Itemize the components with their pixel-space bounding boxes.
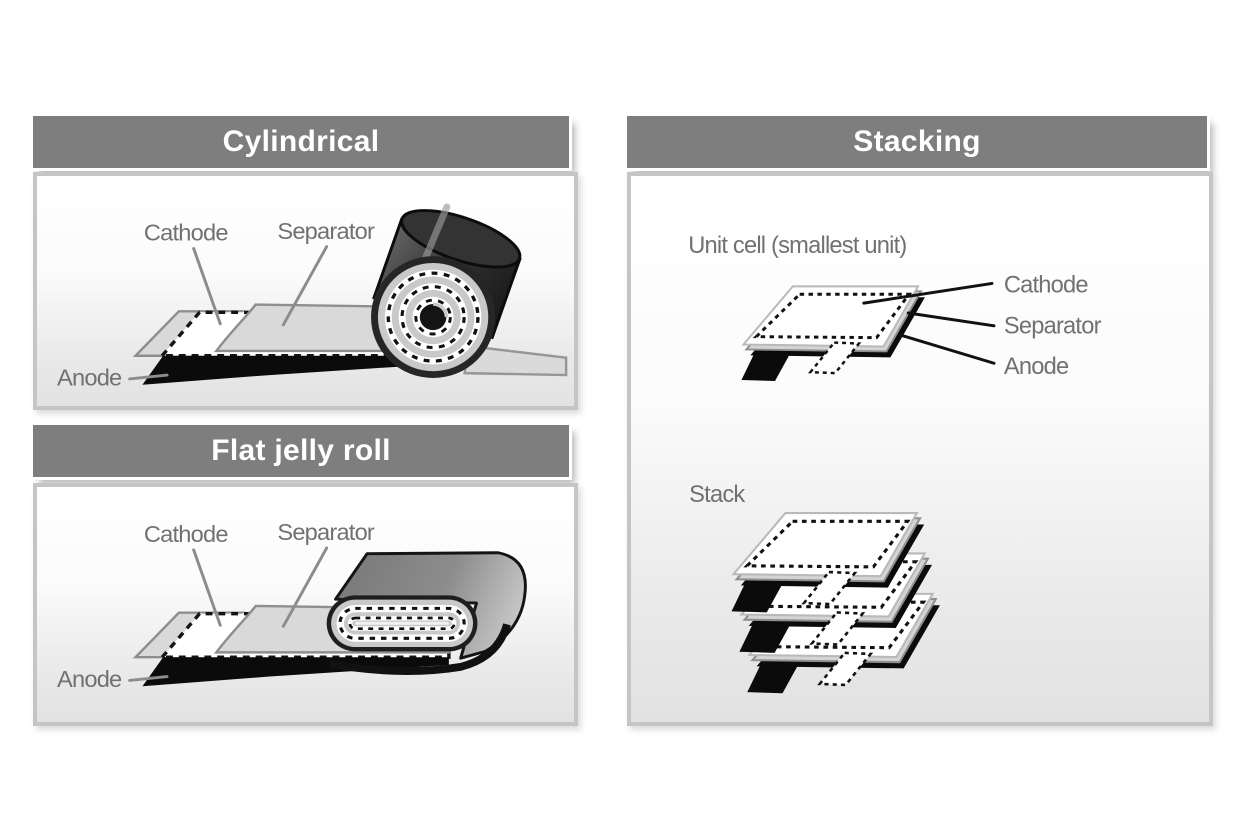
- anode-leader-line: [897, 333, 996, 365]
- cylindrical-title: Cylindrical: [222, 125, 380, 158]
- flat-jelly-roll-panel: Cathode Separator Anode: [33, 483, 578, 726]
- stacking-header: Stacking: [627, 116, 1207, 168]
- cathode-label: Cathode: [1004, 272, 1089, 298]
- anode-label: Anode: [57, 365, 121, 391]
- unit-cell-annotations: Cathode Separator Anode: [862, 272, 1102, 380]
- cylindrical-illustration: Cathode Separator Anode: [57, 203, 568, 391]
- anode-sheet: [142, 355, 449, 385]
- anode-label: Anode: [57, 666, 121, 692]
- cathode-leader-line: [192, 548, 222, 627]
- cylindrical-roll: [371, 203, 522, 378]
- stacking-title: Stacking: [853, 125, 981, 158]
- cylindrical-annotations: Cathode Separator Anode: [57, 218, 376, 391]
- flat-jelly-roll-title: Flat jelly roll: [211, 434, 391, 467]
- anode-label: Anode: [1004, 354, 1069, 380]
- spiral-face: [371, 256, 496, 378]
- separator-leader-line: [906, 311, 996, 328]
- unit-cell-caption: Unit cell (smallest unit): [688, 233, 906, 259]
- flat-spiral-face: [326, 595, 478, 652]
- cathode-leader-line: [862, 281, 994, 305]
- separator-leader-line: [281, 546, 329, 628]
- stack-drawing: [729, 511, 942, 695]
- anode-leader-line: [128, 373, 169, 381]
- flat-jelly-roll-header: Flat jelly roll: [33, 425, 569, 477]
- anode-sheet: [142, 657, 449, 687]
- stacking-illustration: Unit cell (smallest unit) Cathode Separa…: [688, 233, 1102, 695]
- separator-label: Separator: [1004, 314, 1102, 340]
- cathode-leader-line: [192, 247, 222, 326]
- flat-roll-annotations: Cathode Separator Anode: [57, 519, 376, 692]
- stack-caption: Stack: [689, 482, 745, 508]
- stacking-panel: Unit cell (smallest unit) Cathode Separa…: [627, 172, 1213, 726]
- cathode-label: Cathode: [144, 521, 228, 547]
- unit-cell-drawing: [739, 284, 927, 383]
- separator-label: Separator: [277, 218, 375, 244]
- cylindrical-header: Cylindrical: [33, 116, 569, 168]
- cathode-label: Cathode: [144, 220, 228, 246]
- separator-label: Separator: [277, 519, 375, 545]
- cylindrical-panel: Cathode Separator Anode: [33, 172, 578, 410]
- anode-leader-line: [128, 675, 169, 682]
- flat-roll: [326, 551, 527, 675]
- flat-jelly-roll-illustration: Cathode Separator Anode: [57, 519, 527, 692]
- cylinder-end-cap: [400, 209, 522, 269]
- separator-leader-line: [281, 245, 329, 327]
- flat-roll-wrap: [328, 623, 511, 675]
